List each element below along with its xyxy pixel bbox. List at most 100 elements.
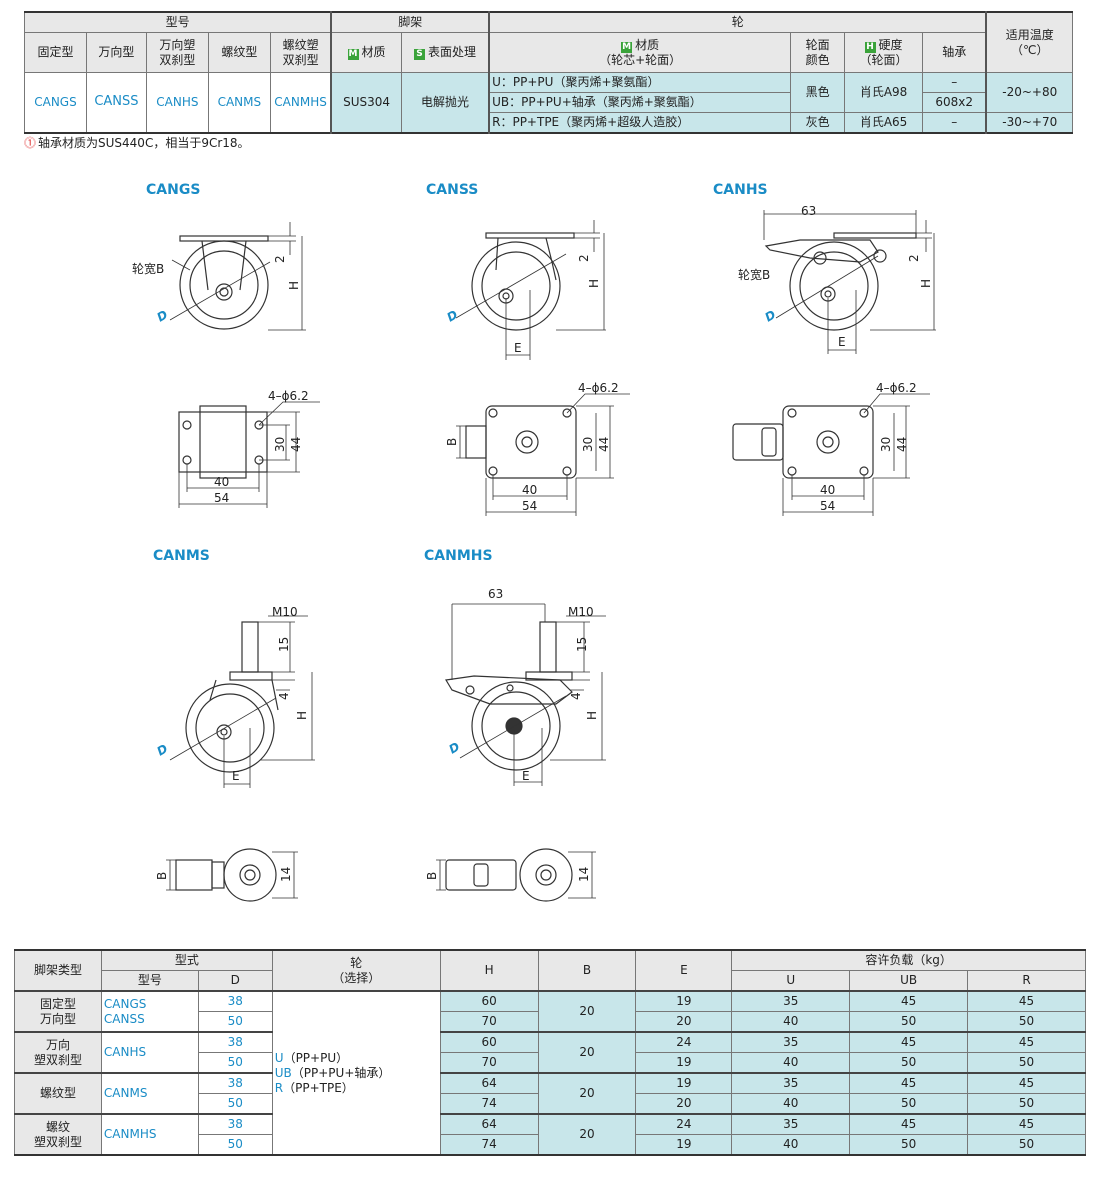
d-value: 38 (197, 990, 273, 1012)
note-text: 轴承材质为SUS440C，相当于9Cr18。 (38, 136, 250, 150)
canss-b-label: B (445, 438, 459, 446)
load-u: 35 (731, 1072, 851, 1094)
sub-thread-brake-l2: 双刹型 (282, 52, 319, 67)
h-value: 70 (439, 1052, 539, 1074)
e-value: 24 (635, 1031, 733, 1053)
frame-type-1-l1: 固定型 (39, 996, 76, 1011)
wheel-option-ub: UB（PP+PU+轴承） (275, 1066, 440, 1081)
load-u: 35 (731, 990, 851, 1012)
canms-m10-label: M10 (272, 605, 298, 619)
header-ub: UB (849, 970, 969, 992)
sub-swivel: 万向型 (85, 32, 147, 73)
title-canms: CANMS (153, 548, 210, 564)
cangs-side-view: 轮宽B D 2 H (132, 222, 306, 331)
wheel-option-r: R（PP+TPE） (275, 1081, 440, 1096)
header-b: B (537, 949, 637, 992)
spec-header-temp: 适用温度 （℃） (985, 11, 1074, 73)
wheel-color-l2: 颜色 (805, 52, 830, 67)
m-badge-icon: M (347, 49, 359, 60)
wheel-material-sub: （轮芯+轮面） (599, 52, 682, 67)
canmhs-h-label: H (585, 711, 599, 720)
wheel-material-r: R：PP+TPE（聚丙烯+超级人造胶） (488, 112, 792, 134)
wheel-option-u-desc: （PP+PU） (283, 1050, 349, 1065)
hardness-label: 硬度 (878, 37, 903, 52)
load-r: 45 (967, 1031, 1086, 1053)
canss-top-view: 4–ϕ6.2 40 54 B 30 44 (445, 381, 630, 516)
load-u: 40 (731, 1093, 851, 1115)
e-value: 20 (635, 1011, 733, 1033)
header-e: E (635, 949, 733, 992)
temp-range-2: -30~+70 (985, 112, 1074, 134)
canss-h-label: H (587, 279, 601, 288)
frame-type-4: 螺纹塑双刹型 (14, 1113, 102, 1156)
hardness-a65: 肖氏A65 (844, 112, 923, 134)
header-model: 型号 (100, 970, 199, 992)
d-value: 50 (197, 1134, 273, 1156)
wheel-material-label: 材质 (635, 37, 660, 52)
canhs-hole-label: 4–ϕ6.2 (876, 381, 917, 395)
cangs-top-view: 4–ϕ6.2 40 54 30 44 (178, 389, 320, 508)
sub-thread: 螺纹型 (207, 32, 271, 73)
canhs-30-label: 30 (879, 437, 893, 452)
h-value: 64 (439, 1072, 539, 1094)
e-value: 24 (635, 1113, 733, 1135)
model-canmhs: CANMHS (269, 72, 332, 134)
d-value: 38 (197, 1113, 273, 1135)
wheel-material-ub: UB：PP+PU+轴承（聚丙烯+聚氨酯） (488, 92, 792, 113)
canms-e-label: E (232, 769, 240, 783)
sub-swivel-brake: 万向塑双刹型 (145, 32, 209, 73)
frame-type-2-l1: 万向 (45, 1037, 70, 1052)
wheel-option-r-code: R (274, 1080, 284, 1095)
b-value: 20 (537, 1031, 637, 1074)
model-canhs: CANHS (145, 72, 209, 134)
header-load: 容许负载（kg） (731, 949, 1086, 971)
title-canss: CANSS (426, 182, 479, 198)
cangs-2-label: 2 (273, 255, 287, 263)
bearing-608: 608x2 (922, 92, 987, 113)
load-r: 50 (967, 1134, 1086, 1156)
load-u: 35 (731, 1031, 851, 1053)
canms-bottom-view: B 14 (155, 848, 298, 902)
d-value: 38 (197, 1031, 273, 1053)
model-canhs: CANHS (100, 1031, 199, 1074)
h-value: 70 (439, 1011, 539, 1033)
d-value: 50 (197, 1052, 273, 1074)
hardness-sub: （轮面） (859, 52, 908, 67)
canms-b-label: B (155, 872, 169, 880)
canhs-e-label: E (838, 335, 846, 349)
canhs-63-label: 63 (801, 204, 816, 218)
canhs-54-label: 54 (820, 499, 835, 513)
cangs-hole-label: 4–ϕ6.2 (268, 389, 309, 403)
wheel-option-r-desc: （PP+TPE） (283, 1080, 354, 1095)
canmhs-d-label: D (447, 739, 463, 756)
wheel-option-u-code: U (274, 1050, 284, 1065)
h-value: 74 (439, 1134, 539, 1156)
frame-surface-label: 表面处理 (427, 45, 476, 59)
canmhs-e-label: E (522, 769, 530, 783)
canss-40-label: 40 (522, 483, 537, 497)
load-r: 50 (967, 1093, 1086, 1115)
h-value: 74 (439, 1093, 539, 1115)
canmhs-side-view: 63 M10 15 4 H D E (445, 587, 606, 786)
load-u: 40 (731, 1011, 851, 1033)
sub-swivel-brake-l2: 双刹型 (159, 52, 196, 67)
cangs-54-label: 54 (214, 491, 229, 505)
canmhs-4-label: 4 (569, 692, 583, 700)
canmhs-14-label: 14 (577, 867, 591, 882)
canhs-top-view: 4–ϕ6.2 40 54 30 44 (732, 381, 930, 516)
load-r: 50 (967, 1011, 1086, 1033)
sub-thread-brake: 螺纹塑双刹型 (269, 32, 332, 73)
h-badge-icon: H (864, 41, 876, 53)
e-value: 19 (635, 1072, 733, 1094)
frame-surface-value: 电解抛光 (400, 72, 490, 134)
wheel-color-l1: 轮面 (805, 37, 830, 52)
frame-type-1: 固定型万向型 (14, 990, 102, 1033)
load-ub: 50 (849, 1011, 969, 1033)
e-value: 19 (635, 1134, 733, 1156)
spec-table: 型号 脚架 轮 适用温度 （℃） 固定型 万向型 万向塑双刹型 螺纹型 螺纹塑双… (24, 11, 1074, 134)
load-r: 45 (967, 1113, 1086, 1135)
